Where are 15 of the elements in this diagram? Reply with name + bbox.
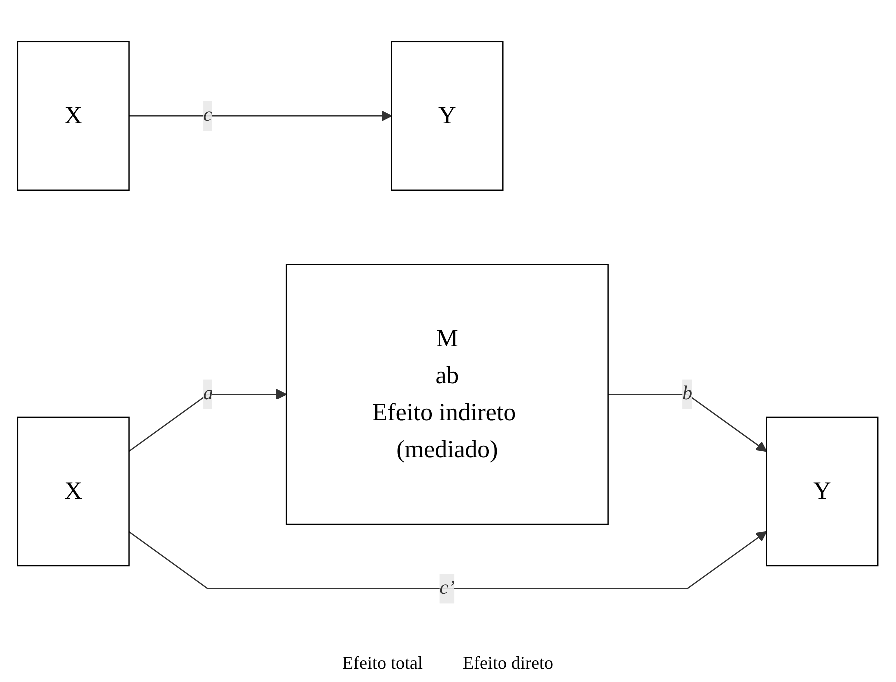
arrow — [129, 110, 392, 122]
edge-label: c’ — [440, 577, 456, 598]
edge-label: c — [204, 104, 212, 126]
edge-label: b — [682, 383, 692, 404]
edge-label: a — [204, 383, 214, 404]
node-box: Y — [766, 416, 879, 566]
node-box: X — [17, 416, 130, 566]
arrow — [608, 394, 768, 452]
arrow — [128, 531, 768, 590]
node-box: X — [17, 40, 130, 191]
arrow — [128, 388, 288, 452]
note-text: Efeito direto — [463, 653, 554, 674]
node-box: Y — [391, 40, 504, 191]
node-box: M ab Efeito indireto (mediado) — [286, 264, 609, 525]
note-text: Efeito total — [342, 653, 423, 674]
